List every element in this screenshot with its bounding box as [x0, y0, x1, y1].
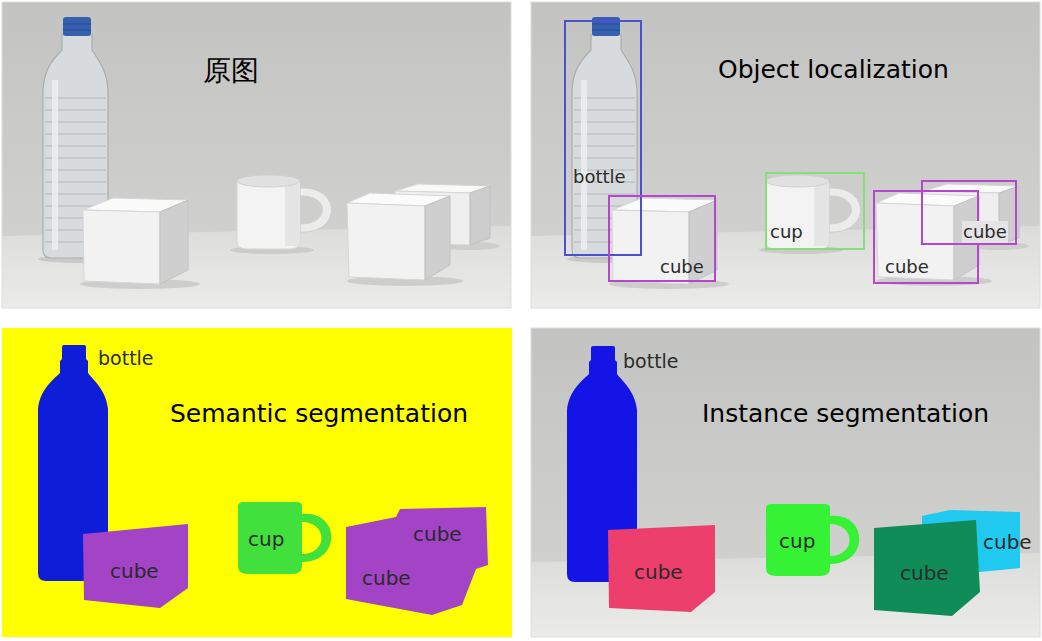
panel-title: Object localization [718, 55, 949, 85]
bounding-box: cup [765, 172, 865, 250]
panel-title: 原图 [203, 54, 259, 88]
object-label: cube [362, 566, 411, 590]
object-label: bottle [98, 347, 154, 370]
mask-fill [608, 525, 715, 612]
image-panel: Instance segmentation bottle cube cup cube cu… [531, 328, 1040, 637]
object-label: cup [779, 529, 815, 553]
object-label: cube [885, 256, 929, 278]
mask-fill [238, 502, 331, 574]
segmentation-mask: cube [607, 522, 717, 614]
segmentation-mask: cup [764, 502, 864, 578]
mask-fill [346, 507, 488, 615]
object-label: cube [983, 530, 1032, 554]
object-label: bottle [573, 166, 626, 188]
bounding-box: cube [921, 180, 1017, 245]
object-label: cube [660, 256, 704, 278]
segmentation-mask: cup [236, 500, 336, 578]
segmentation-mask: cubecube [344, 505, 494, 617]
mask-fill [874, 520, 980, 616]
bounding-box: bottle [564, 20, 642, 256]
image-panel: Object localization bottle cube cup cube cube [531, 2, 1040, 308]
object-label: cube [634, 560, 683, 584]
object-label: cup [770, 221, 803, 243]
object-label: cube [413, 522, 462, 546]
bounding-box: cube [608, 195, 716, 282]
object-label: bottle [623, 350, 679, 373]
segmentation-mask: cube [872, 518, 982, 618]
object-label: cube [900, 561, 949, 585]
panel-title: Instance segmentation [702, 399, 989, 429]
mask-fill [766, 504, 859, 576]
panel-title: Semantic segmentation [170, 399, 468, 429]
image-panel: 原图 [2, 2, 512, 308]
object-label: cube [110, 559, 159, 583]
mask-fill [83, 524, 188, 608]
object-label: cup [248, 527, 284, 551]
segmentation-mask: cube [82, 522, 190, 610]
object-label: cube [962, 221, 1008, 243]
image-panel: Semantic segmentationbottlecubecupcubecu… [2, 328, 512, 637]
mask-shape [344, 505, 494, 617]
